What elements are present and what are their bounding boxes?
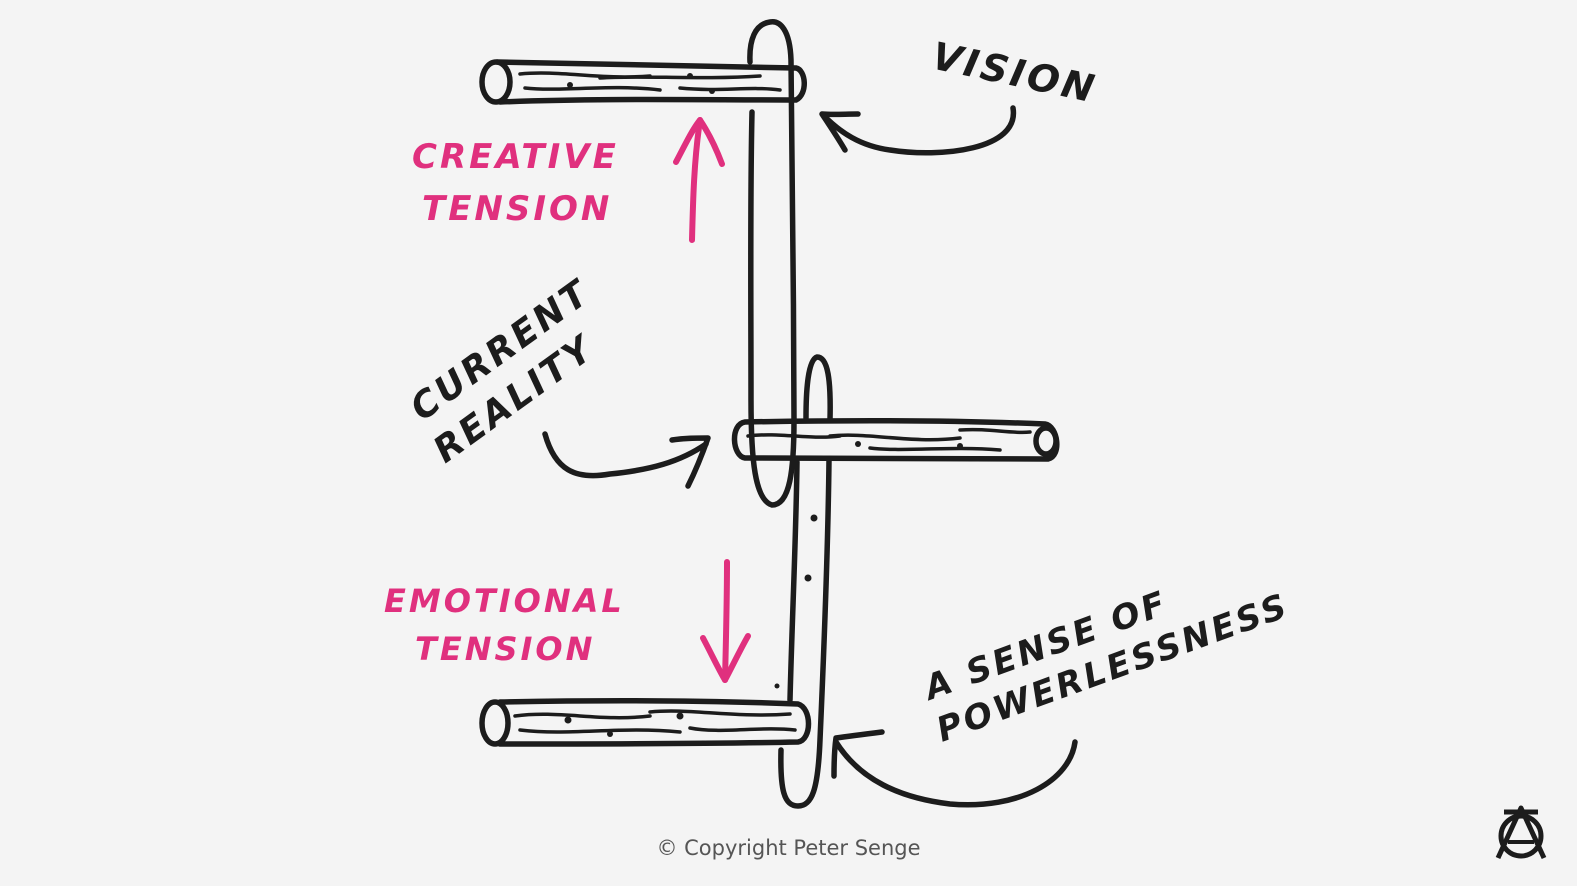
lower-vertical-stick xyxy=(774,354,833,809)
emotional-tension-arrow xyxy=(700,559,751,683)
bottom-branch xyxy=(479,697,812,747)
upper-vertical-stick xyxy=(747,19,797,508)
logo-icon xyxy=(1495,805,1547,860)
copyright-text: © Copyright Peter Senge xyxy=(656,836,921,860)
vision-label: VISION xyxy=(928,34,1101,112)
vision-pointer-arrow xyxy=(819,105,1016,156)
creative-tension-label-line2: TENSION xyxy=(422,189,612,229)
emotional-tension-label-line2: TENSION xyxy=(415,630,595,668)
powerlessness-pointer-arrow xyxy=(831,729,1078,808)
creative-tension-label-line1: CREATIVE xyxy=(412,137,619,177)
emotional-tension-label-line1: EMOTIONAL xyxy=(384,582,625,620)
middle-branch xyxy=(731,417,1060,462)
top-branch xyxy=(479,59,807,105)
creative-tension-arrow xyxy=(673,117,725,243)
current-reality-pointer-arrow xyxy=(542,431,711,489)
